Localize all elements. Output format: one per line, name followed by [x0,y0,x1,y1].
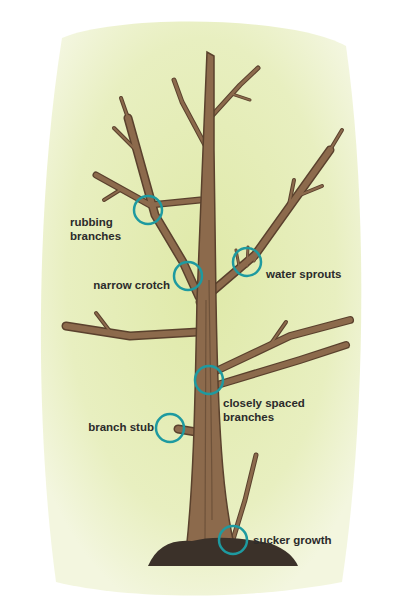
branch [174,80,205,145]
callout-circle [195,366,223,394]
branch [210,68,258,118]
water-sprout [247,247,248,266]
label-holder: rubbing branches [70,216,132,243]
label-holder: sucker growth [253,534,363,548]
branch [232,94,250,100]
label-holder: narrow crotch [77,279,170,293]
callout-label: closely spaced branches [223,397,319,424]
trunk-shading [205,280,212,540]
branch [104,190,120,200]
callout-circle [219,526,247,554]
branch [174,80,205,145]
branch [300,186,322,195]
branch [128,118,199,297]
branch [330,130,342,150]
callout-label: water sprouts [266,268,366,282]
branch [121,98,128,118]
branch [330,130,342,150]
branch [128,118,199,297]
branch [104,190,120,200]
callout-label: sucker growth [253,534,363,548]
branch [66,326,198,336]
branch [288,180,294,210]
branch [96,313,112,334]
callout-label: branch stub [72,421,154,435]
callout-circle [233,248,261,276]
branch [121,98,128,118]
label-holder: closely spaced branches [223,397,319,424]
branch [96,175,200,205]
branch [270,322,286,345]
branch [66,326,198,336]
callout-label: narrow crotch [77,279,170,293]
green-wash [41,22,361,596]
label-holder: water sprouts [266,268,366,282]
label-holder: branch stub [72,421,154,435]
callout-circle [174,262,202,290]
callout-circles [134,196,261,554]
water-sprout [247,247,248,266]
branch [114,128,136,150]
branch [210,68,258,118]
branch [214,345,346,386]
branch [232,94,250,100]
trunk [186,52,236,552]
callout-circle [156,414,184,442]
callout-label: rubbing branches [70,216,132,243]
callout-circle [134,196,162,224]
